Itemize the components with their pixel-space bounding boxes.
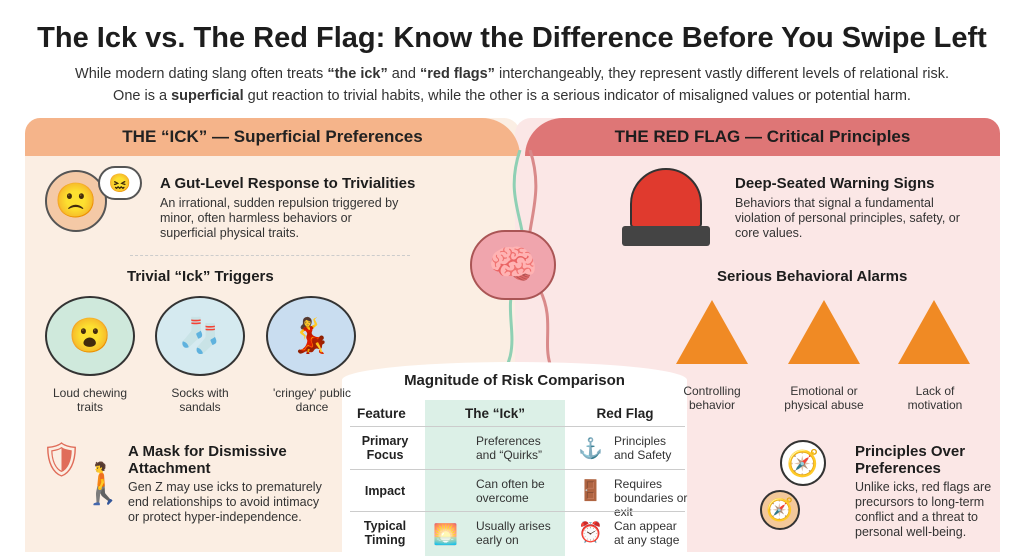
compass-icon: 🧭 bbox=[780, 440, 826, 486]
ick-section-title: A Gut-Level Response to Trivialities bbox=[160, 175, 416, 192]
exit-door-icon: 🚪 bbox=[578, 480, 603, 502]
text: superficial bbox=[171, 88, 244, 104]
trigger-label: Socks with sandals bbox=[171, 386, 229, 414]
trigger-label: 'cringey' public dance bbox=[273, 386, 351, 414]
text: gut reaction to trivial habits, while th… bbox=[243, 88, 911, 104]
row-feature: Impact bbox=[364, 484, 406, 498]
alarms-title: Serious Behavioral Alarms bbox=[717, 268, 908, 285]
header-ick: The “Ick” bbox=[464, 406, 526, 421]
warning-abuse-icon bbox=[788, 300, 860, 364]
text: “red flags” bbox=[420, 66, 495, 82]
shield-icon: 🛡 bbox=[40, 441, 84, 479]
attachment-desc: Gen Z may use icks to prematurely end re… bbox=[128, 480, 322, 524]
text: and bbox=[387, 66, 420, 82]
divider bbox=[350, 511, 685, 512]
dance-icon: 💃 bbox=[266, 296, 356, 376]
text: While modern dating slang often treats bbox=[75, 66, 328, 82]
attachment-title: A Mask for Dismissive Attachment bbox=[128, 443, 287, 477]
alarm-clock-icon: ⏰ bbox=[578, 522, 603, 544]
warning-motivation-icon bbox=[898, 300, 970, 364]
divider bbox=[130, 255, 410, 256]
divider bbox=[350, 426, 685, 427]
ick-header: THE “ICK” — Superficial Preferences bbox=[25, 118, 520, 156]
row-ick: Usually arises early on bbox=[476, 519, 551, 547]
table-title: Magnitude of Risk Comparison bbox=[404, 372, 625, 389]
subtitle-line-2: One is a superficial gut reaction to tri… bbox=[0, 88, 1024, 104]
red-flag-header: THE RED FLAG — Critical Principles bbox=[525, 118, 1000, 156]
row-ick: Can often be overcome bbox=[476, 477, 545, 505]
text: One is a bbox=[113, 88, 172, 104]
chewing-icon: 😮 bbox=[45, 296, 135, 376]
siren-base bbox=[622, 226, 710, 246]
text: “the ick” bbox=[327, 66, 388, 82]
row-red: Principles and Safety bbox=[614, 434, 672, 462]
triggers-title: Trivial “Ick” Triggers bbox=[127, 268, 274, 285]
red-flag-section-desc: Behaviors that signal a fundamental viol… bbox=[735, 196, 960, 240]
alarm-label: Lack of motivation bbox=[907, 384, 963, 412]
ick-section-desc: An irrational, sudden repulsion triggere… bbox=[160, 196, 399, 240]
person-icon: 🙁 bbox=[45, 170, 107, 232]
header-red-flag: Red Flag bbox=[596, 406, 654, 421]
principles-desc: Unlike icks, red flags are precursors to… bbox=[855, 480, 992, 539]
text: interchangeably, they represent vastly d… bbox=[494, 66, 949, 82]
header-feature: Feature bbox=[357, 406, 406, 421]
siren-icon bbox=[630, 168, 702, 228]
row-feature: Typical Timing bbox=[363, 519, 407, 547]
brain-icon: 🧠 bbox=[470, 230, 556, 300]
row-feature: Primary Focus bbox=[361, 434, 409, 462]
warning-controlling-icon bbox=[676, 300, 748, 364]
compass-icon: 🧭 bbox=[760, 490, 800, 530]
alarm-label: Emotional or physical abuse bbox=[784, 384, 864, 412]
row-red: Requires boundaries or exit bbox=[614, 477, 688, 519]
sunrise-icon: 🌅 bbox=[433, 524, 458, 546]
principles-title: Principles Over Preferences bbox=[855, 443, 966, 477]
row-ick: Preferences and “Quirks” bbox=[476, 434, 543, 462]
row-red: Can appear at any stage bbox=[614, 519, 680, 547]
trigger-label: Loud chewing traits bbox=[52, 386, 128, 414]
subtitle-line-1: While modern dating slang often treats “… bbox=[0, 66, 1024, 82]
sandals-icon: 🧦 bbox=[155, 296, 245, 376]
thought-bubble-icon: 😖 bbox=[98, 166, 142, 200]
divider bbox=[350, 469, 685, 470]
red-flag-section-title: Deep-Seated Warning Signs bbox=[735, 175, 935, 192]
anchor-icon: ⚓ bbox=[578, 438, 603, 460]
walking-person-icon: 🚶 bbox=[78, 462, 128, 506]
alarm-label: Controlling behavior bbox=[683, 384, 741, 412]
page-title: The Ick vs. The Red Flag: Know the Diffe… bbox=[37, 22, 987, 54]
